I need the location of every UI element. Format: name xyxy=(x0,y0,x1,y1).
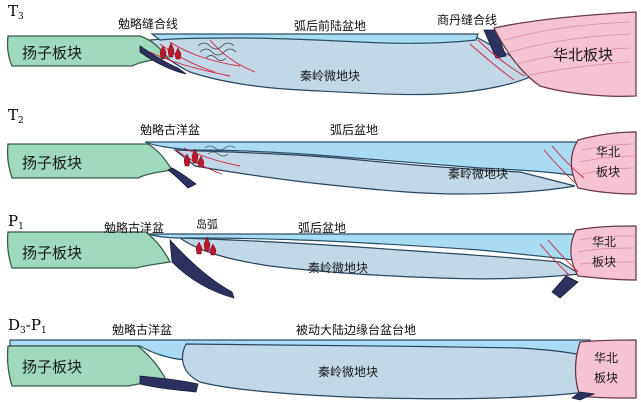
label-north-china-d3-line1: 华北 xyxy=(594,351,618,365)
north-china-plate-d3 xyxy=(576,340,637,398)
subducting-slab-t2 xyxy=(168,168,196,188)
stage-label-d3-p1: D3-P1 xyxy=(8,316,47,336)
label-mianlue-ocean-t2: 勉略古洋盆 xyxy=(140,122,200,137)
label-backarc-basin-t2: 弧后盆地 xyxy=(330,123,378,137)
label-qinling-block-p1: 秦岭微地块 xyxy=(308,261,368,275)
label-north-china-p1-line1: 华北 xyxy=(592,235,616,249)
oceanic-crust-d3 xyxy=(140,376,198,392)
qinling-microblock-d3 xyxy=(183,344,585,399)
stage-label-t3: T3 xyxy=(8,2,24,22)
label-yangtze-plate-t2: 扬子板块 xyxy=(22,154,82,172)
panel-t2: T2 勉略古洋盆 弧后盆地 扬子板块 秦岭微地块 华北 板块 xyxy=(8,106,637,194)
label-passive-margin-platform: 被动大陆边缘台盆台地 xyxy=(296,322,416,337)
label-backarc-foreland-basin: 弧后前陆盆地 xyxy=(294,18,366,33)
label-suture-mianlue: 勉略缝合线 xyxy=(118,16,178,31)
stage-label-t2: T2 xyxy=(8,106,24,126)
label-yangtze-plate-d3: 扬子板块 xyxy=(22,358,82,376)
stage-label-p1: P1 xyxy=(8,212,24,232)
label-yangtze-plate: 扬子板块 xyxy=(22,44,82,62)
label-island-arc-p1: 岛弧 xyxy=(196,217,218,231)
panel-d3-p1: D3-P1 勉略古洋盆 被动大陆边缘台盆台地 扬子板块 秦岭微地块 华北 板块 xyxy=(8,316,637,400)
label-suture-shangdan: 商丹缝合线 xyxy=(437,12,497,27)
label-north-china-d3-line2: 板块 xyxy=(594,371,618,385)
label-north-china-t2-line2: 板块 xyxy=(596,165,620,179)
panel-p1: P1 勉略古洋盆 岛弧 弧后盆地 扬子板块 秦岭微地块 华北 板块 xyxy=(8,212,637,298)
label-backarc-basin-p1: 弧后盆地 xyxy=(298,221,346,235)
label-qinling-block: 秦岭微地块 xyxy=(300,69,360,83)
right-slab-p1 xyxy=(552,276,578,298)
panel-t3: T3 勉略缝合线 弧后前陆盆地 商丹缝合线 扬子板块 秦岭微地块 华北板块 xyxy=(8,2,637,96)
label-north-china-t2-line1: 华北 xyxy=(596,145,620,159)
label-yangtze-plate-p1: 扬子板块 xyxy=(22,244,82,262)
qinling-microblock xyxy=(150,38,540,95)
label-qinling-block-d3: 秦岭微地块 xyxy=(318,365,378,379)
label-north-china-plate: 华北板块 xyxy=(553,46,613,64)
north-china-plate-t2 xyxy=(571,132,636,194)
label-mianlue-ocean-p1: 勉略古洋盆 xyxy=(104,220,164,235)
label-north-china-p1-line2: 板块 xyxy=(592,255,616,269)
label-mianlue-ocean-d3: 勉略古洋盆 xyxy=(112,322,172,337)
label-qinling-block-t2: 秦岭微地块 xyxy=(448,167,508,181)
